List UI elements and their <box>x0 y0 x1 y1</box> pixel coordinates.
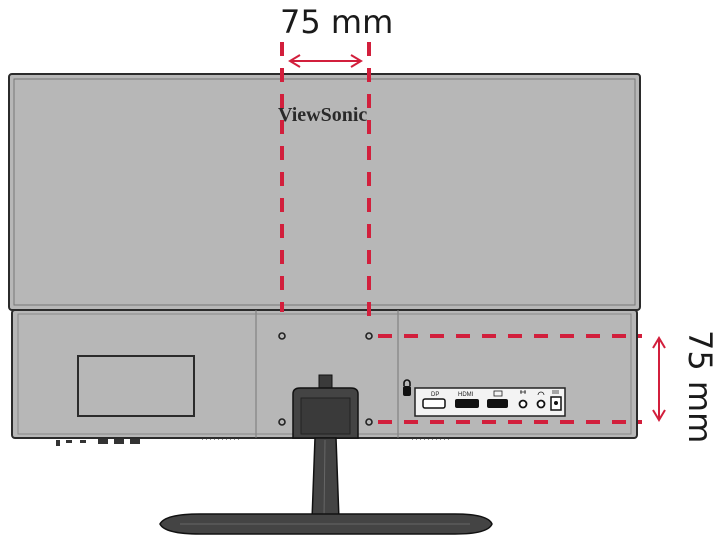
monitor-upper-panel <box>8 73 641 311</box>
viewsonic-logo: ViewSonic <box>278 104 367 126</box>
dp-port <box>422 398 446 409</box>
dp-port-label: DP <box>431 392 439 398</box>
hdmi-port <box>455 399 479 408</box>
screw-hole-bottom-left <box>278 418 286 426</box>
vertical-spacing-label: 75 mm <box>681 330 719 444</box>
hdmi-port-label: HDMI <box>458 392 474 398</box>
headphone-port <box>536 399 546 409</box>
screw-hole-top-left <box>278 332 286 340</box>
control-buttons <box>56 439 140 446</box>
vesa-screw-holes <box>278 332 373 426</box>
vga-port-icon <box>493 390 503 397</box>
vesa-dimension-guides <box>280 42 642 424</box>
vga-port <box>487 399 508 408</box>
stand <box>159 374 493 535</box>
horizontal-dimension-arrow <box>288 54 363 68</box>
horizontal-spacing-label: 75 mm <box>280 3 394 41</box>
audio-in-port <box>518 399 528 409</box>
label-sticker <box>77 355 195 417</box>
screw-hole-bottom-right <box>365 418 373 426</box>
audio-in-icon <box>520 390 526 394</box>
monitor-rear-diagram: ViewSonic DP HDMI <box>8 42 666 535</box>
dc-in-icon <box>552 390 559 394</box>
headphone-icon <box>537 391 545 396</box>
screw-hole-top-right <box>365 332 373 340</box>
io-port-panel: DP HDMI <box>403 379 566 417</box>
vertical-dimension-arrow <box>652 336 666 422</box>
